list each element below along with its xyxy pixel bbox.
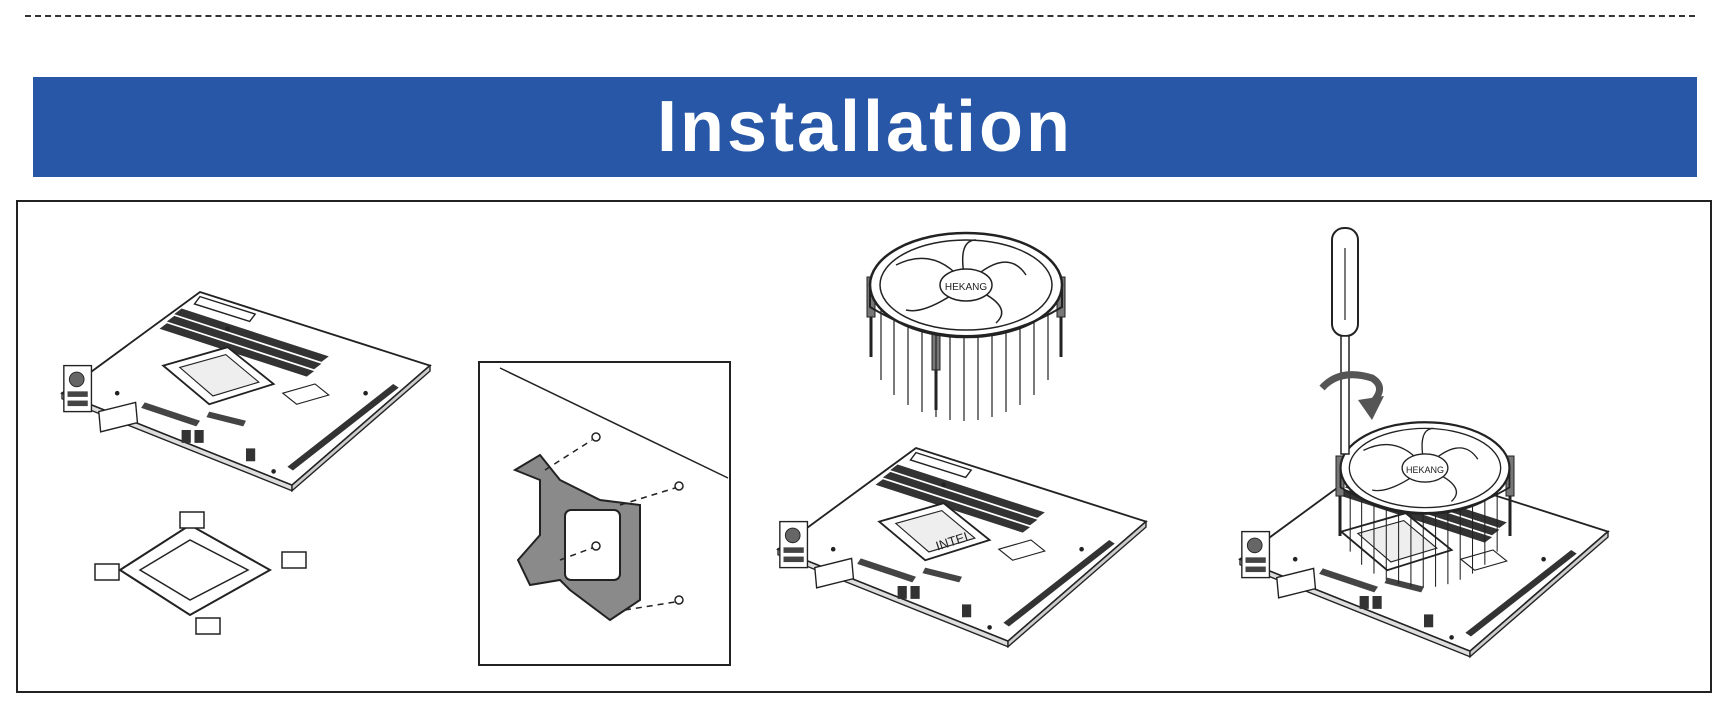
fan-brand-label-2: HEKANG [1406,465,1444,475]
board-edge-line [499,367,729,479]
panel-bracket-screws-detail [478,361,731,666]
screw-guides [544,439,676,611]
panel-screwdriver-fasten-cooler: HEKANG [1239,227,1609,658]
motherboard-illustration [61,291,431,492]
panel-motherboard-and-bracket [61,291,431,635]
motherboard-illustration-2 [777,447,1147,648]
panel-cooler-above-motherboard: HEKANG INTEL [777,231,1147,648]
screws [591,432,684,605]
installation-frame [16,200,1712,693]
screwdriver-icon [1331,227,1359,455]
cooler-illustration: HEKANG [865,231,1067,423]
rotate-arrow-icon [1319,371,1384,420]
fan-brand-label: HEKANG [945,282,987,293]
dashed-separator [25,15,1695,17]
installed-cooler: HEKANG [1334,421,1516,589]
title-banner: Installation [33,77,1697,177]
page-title: Installation [656,87,1074,167]
bracket-illustration [94,511,307,635]
